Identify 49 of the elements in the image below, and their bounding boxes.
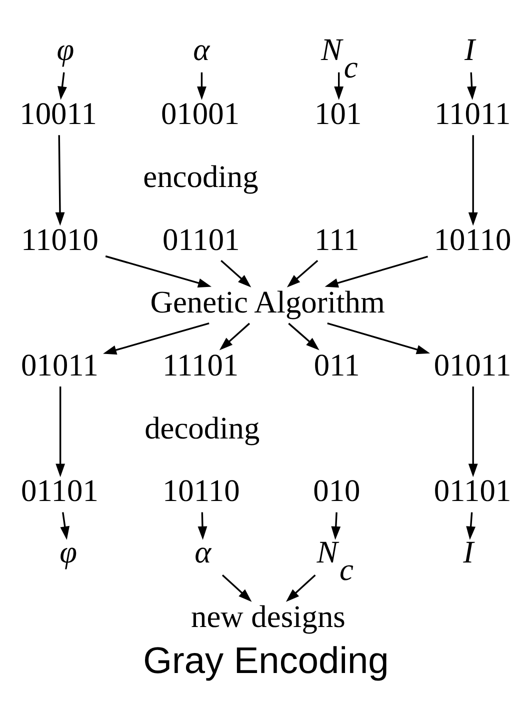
node-text: 11101 (162, 346, 239, 382)
arrow (467, 72, 476, 100)
arrow (198, 512, 208, 540)
arrow (288, 322, 320, 350)
node-text: I (464, 31, 475, 66)
arrow (331, 512, 341, 540)
arrow (103, 322, 210, 354)
node-text: 111 (314, 221, 360, 256)
node-text: Genetic Algorithm (150, 284, 385, 320)
node-text: new designs (191, 598, 346, 634)
arrow (468, 134, 478, 226)
arrow (466, 512, 476, 540)
node-text: 11011 (434, 96, 511, 131)
arrow (334, 72, 344, 100)
node-text: α (193, 31, 210, 66)
node-text: φ (56, 31, 74, 66)
arrow (222, 574, 252, 602)
node-text: 01011 (21, 346, 98, 382)
label: encoding (143, 158, 258, 194)
node-text: 11010 (21, 221, 98, 256)
node-text: 01001 (161, 96, 240, 131)
arrow (286, 574, 316, 602)
arrow (105, 254, 212, 288)
arrow (60, 512, 70, 540)
node-text: 101 (314, 96, 362, 131)
node-text: 10011 (20, 96, 97, 131)
arrow (219, 322, 250, 350)
arrow (220, 259, 252, 287)
node-text: 01101 (21, 472, 98, 508)
node-text: 10110 (162, 472, 240, 508)
arrow (197, 72, 206, 100)
label: decoding (144, 410, 260, 445)
node-text: α (194, 534, 212, 570)
node-text: φ (60, 534, 77, 570)
node-text: 01101 (434, 472, 512, 508)
node-text: 010 (313, 472, 360, 508)
arrow (58, 72, 67, 100)
node-text: 01011 (434, 346, 512, 382)
arrow (468, 386, 478, 477)
arrow (55, 134, 65, 226)
caption: Gray Encoding (143, 638, 389, 680)
node-text: 10110 (434, 221, 512, 256)
node-text: 01101 (162, 221, 240, 256)
node-text: I (463, 534, 474, 570)
arrow (327, 322, 430, 354)
arrow (286, 259, 318, 287)
arrow (56, 386, 66, 477)
arrow (324, 255, 428, 288)
node-text: 011 (314, 346, 360, 382)
